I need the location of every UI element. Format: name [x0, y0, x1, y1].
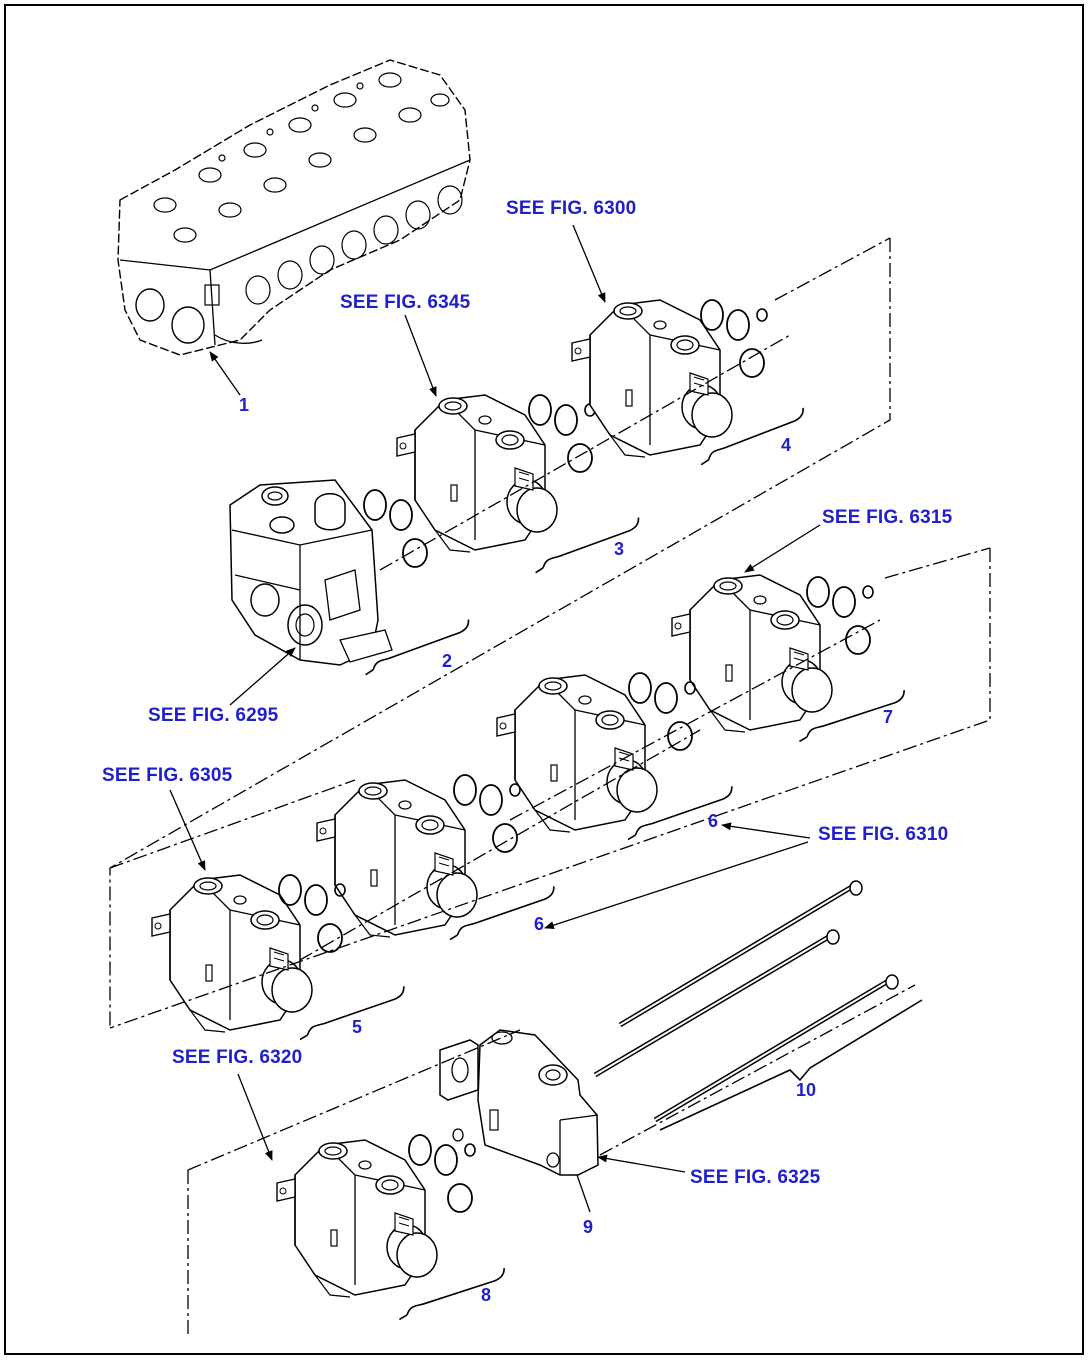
phantom-lines — [109, 237, 991, 1335]
part-number-1: 1 — [239, 395, 250, 415]
part-number-3: 3 — [614, 539, 625, 559]
part-number-7: 7 — [883, 707, 894, 727]
section-4 — [571, 299, 733, 458]
outlet-section — [439, 1029, 599, 1176]
see-fig-6320-label: SEE FIG. 6320 — [172, 1047, 303, 1068]
brace-10 — [659, 999, 923, 1131]
part-number-5: 5 — [352, 1017, 363, 1037]
part-number-9: 9 — [583, 1217, 594, 1237]
part-number-2: 2 — [442, 651, 453, 671]
group-braces — [295, 407, 923, 1321]
part-number-6-lower: 6 — [534, 914, 545, 934]
see-fig-6305-label: SEE FIG. 6305 — [102, 765, 233, 786]
part-number-6-upper: 6 — [708, 811, 719, 831]
inlet-section — [229, 479, 393, 666]
see-fig-6325-label: SEE FIG. 6325 — [690, 1167, 821, 1188]
see-fig-6295-label: SEE FIG. 6295 — [148, 705, 279, 726]
leader-lines — [169, 224, 821, 1213]
see-fig-6300-label: SEE FIG. 6300 — [506, 198, 637, 219]
assembled-control-valve — [117, 59, 471, 356]
see-fig-6310-label: SEE FIG. 6310 — [818, 824, 949, 845]
part-number-4: 4 — [781, 435, 792, 455]
section-3 — [396, 394, 558, 553]
part-number-10: 10 — [796, 1080, 817, 1100]
see-fig-6345-label: SEE FIG. 6345 — [340, 292, 471, 313]
part-number-8: 8 — [481, 1285, 492, 1305]
section-8 — [276, 1139, 438, 1298]
tie-bolts — [593, 880, 899, 1123]
section-6-lower — [316, 779, 478, 938]
section-5 — [151, 874, 313, 1033]
see-fig-6315-label: SEE FIG. 6315 — [822, 507, 953, 528]
